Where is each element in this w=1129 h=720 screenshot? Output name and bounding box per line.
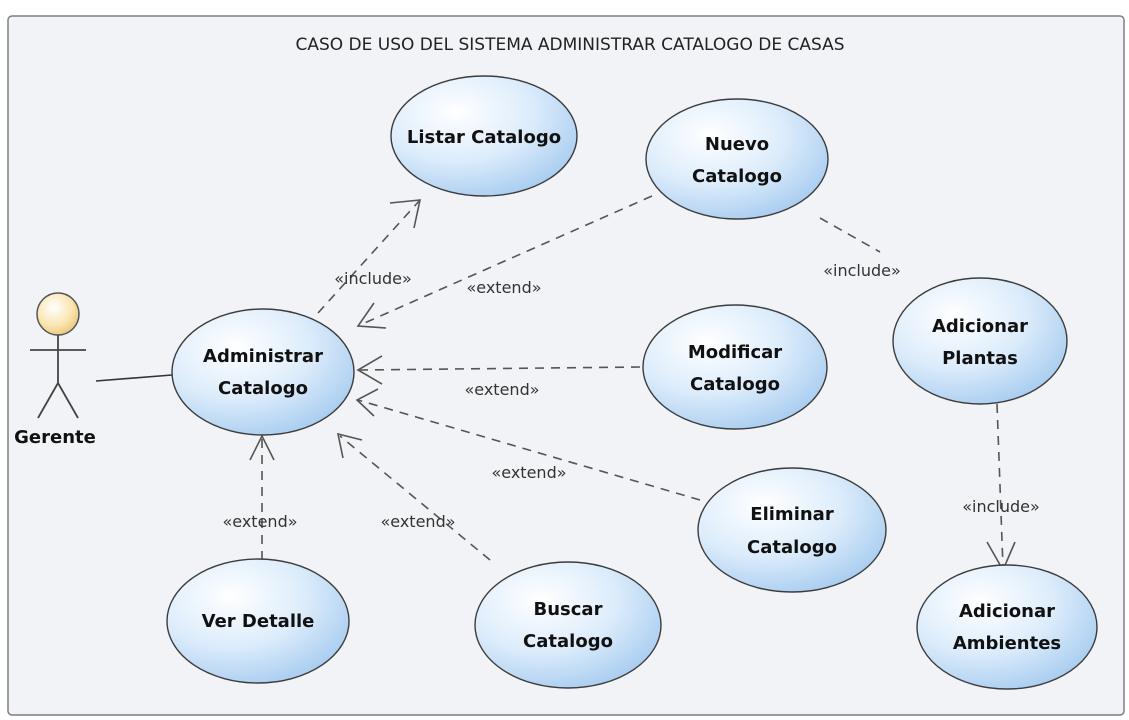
dep-buscar-extend: [339, 435, 491, 561]
usecase-verdetalle-line1: Ver Detalle: [202, 611, 315, 632]
usecase-modificar-line2: Catalogo: [690, 374, 780, 395]
arrow-eliminar: [355, 388, 379, 417]
usecase-administrar-shape: [171, 308, 355, 436]
usecase-nuevo-line2: Catalogo: [692, 166, 782, 187]
label-extend-buscar: «extend»: [380, 512, 455, 531]
usecase-buscar-catalogo[interactable]: Buscar Catalogo: [474, 561, 662, 689]
usecase-adicionar-ambientes[interactable]: Adicionar Ambientes: [916, 564, 1098, 690]
usecase-nuevo-shape: [645, 98, 829, 220]
usecase-buscar-line2: Catalogo: [523, 631, 613, 652]
label-extend-modificar: «extend»: [464, 380, 539, 399]
arrow-modificar: [356, 355, 383, 385]
usecase-buscar-shape: [474, 561, 662, 689]
usecase-eliminar-shape: [697, 467, 887, 593]
actor-right-leg: [57, 382, 79, 419]
usecase-adicionar-plantas[interactable]: Adicionar Plantas: [892, 277, 1068, 405]
usecase-ambientes-line1: Adicionar: [959, 601, 1055, 622]
usecase-verdetalle-shape: [166, 558, 350, 684]
dep-eliminar-extend: [357, 399, 701, 501]
diagram-title: CASO DE USO DEL SISTEMA ADMINISTRAR CATA…: [295, 35, 844, 55]
usecase-administrar-line1: Administrar: [203, 346, 323, 367]
label-include-listar: «include»: [334, 269, 412, 288]
usecase-eliminar-line1: Eliminar: [750, 504, 834, 525]
usecase-plantas-shape: [892, 277, 1068, 405]
usecase-plantas-line1: Adicionar: [932, 316, 1028, 337]
usecase-modificar-shape: [642, 304, 828, 430]
label-include-plantas: «include»: [823, 261, 901, 280]
usecase-ambientes-shape: [916, 564, 1098, 690]
usecase-modificar-catalogo[interactable]: Modificar Catalogo: [642, 304, 828, 430]
usecase-modificar-line1: Modificar: [688, 342, 782, 363]
usecase-nuevo-catalogo[interactable]: Nuevo Catalogo: [645, 98, 829, 220]
usecase-administrar-line2: Catalogo: [218, 378, 308, 399]
arrow-listar: [389, 199, 422, 229]
association-line: [95, 374, 173, 382]
usecase-listar-line1: Listar Catalogo: [407, 127, 561, 148]
usecase-listar-shape: [390, 75, 578, 197]
dep-nuevo-extend: [359, 195, 653, 326]
usecase-listar-catalogo[interactable]: Listar Catalogo: [390, 75, 578, 197]
arrow-verdetalle: [249, 434, 275, 461]
label-extend-nuevo: «extend»: [466, 278, 541, 297]
arrow-buscar: [336, 432, 363, 459]
label-extend-verdetalle: «extend»: [222, 512, 297, 531]
usecase-ver-detalle[interactable]: Ver Detalle: [166, 558, 350, 684]
dep-ambientes-include: [996, 403, 1004, 569]
usecase-eliminar-catalogo[interactable]: Eliminar Catalogo: [697, 467, 887, 593]
actor-gerente[interactable]: Gerente: [14, 292, 96, 448]
arrow-nuevo: [356, 302, 387, 329]
usecase-plantas-line2: Plantas: [942, 348, 1018, 369]
usecase-ambientes-line2: Ambientes: [953, 633, 1061, 654]
usecase-buscar-line1: Buscar: [534, 599, 603, 620]
label-include-ambientes: «include»: [962, 497, 1040, 516]
dep-plantas-include: [819, 217, 881, 253]
usecase-administrar-catalogo[interactable]: Administrar Catalogo: [171, 308, 355, 436]
actor-head-icon: [36, 292, 80, 336]
actor-left-leg: [37, 382, 59, 419]
actor-label: Gerente: [14, 427, 96, 448]
usecase-eliminar-line2: Catalogo: [747, 537, 837, 558]
label-extend-eliminar: «extend»: [491, 463, 566, 482]
usecase-nuevo-line1: Nuevo: [705, 134, 769, 155]
